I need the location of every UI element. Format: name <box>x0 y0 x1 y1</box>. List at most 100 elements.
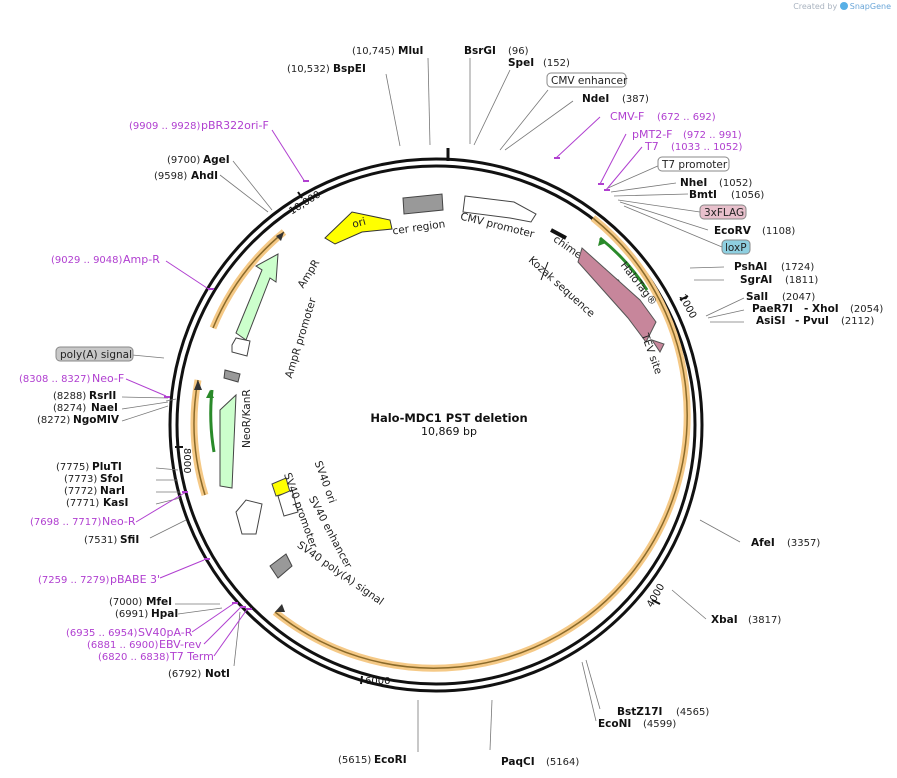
afei-pos: (3357) <box>787 538 820 549</box>
sgrai-name: SgrAI <box>740 274 772 286</box>
neo-f-name: Neo-F <box>92 372 124 385</box>
nhei-name: NheI <box>680 177 707 189</box>
sfoi-name: SfoI <box>100 473 123 485</box>
features: ori cer region CMV promoter chimeric int… <box>219 193 665 608</box>
neo-r-range: (7698 .. 7717) <box>30 517 102 528</box>
tick-8000: 8000 <box>181 448 192 473</box>
ori-label: ori <box>351 216 367 231</box>
agei-name: AgeI <box>203 154 230 166</box>
tev-site-feature <box>650 339 665 353</box>
pmt2-f-name: pMT2-F <box>632 128 673 141</box>
bspei-pos: (10,532) <box>287 64 330 75</box>
bstz17i-name: BstZ17I <box>617 706 662 718</box>
neor-feature <box>219 393 237 489</box>
orf-arc-amp <box>212 231 285 329</box>
sv40pa-r-name: SV40pA-R <box>138 626 193 639</box>
snapgene-logo-icon <box>839 2 848 10</box>
sv40-polya-feature <box>269 553 293 579</box>
ndei-name: NdeI <box>582 93 609 105</box>
gray-marker-feature <box>223 369 241 383</box>
credit-brand: SnapGene <box>849 2 891 11</box>
t7-promoter-box: T7 promoter <box>661 159 728 171</box>
plasmid-title: Halo-MDC1 PST deletion <box>370 411 527 425</box>
noti-name: NotI <box>205 668 230 680</box>
t7-name: T7 <box>644 140 659 153</box>
sv40-promoter-feature <box>235 499 263 535</box>
spei-pos: (152) <box>543 58 570 69</box>
xhoi-pos: (2054) <box>850 304 883 315</box>
kasi-name: KasI <box>103 497 128 509</box>
rsrii-pos: (8288) <box>53 391 86 402</box>
polya-signal-box: poly(A) signal <box>60 349 132 361</box>
bmti-pos: (1056) <box>731 190 764 201</box>
cer-region-label: cer region <box>392 218 446 237</box>
econi-pos: (4599) <box>643 719 676 730</box>
pshai-name: PshAI <box>734 261 767 273</box>
sv40-enhancer-feature <box>277 489 299 517</box>
rsrii-name: RsrII <box>89 390 116 402</box>
nhei-pos: (1052) <box>719 178 752 189</box>
ampr-promoter-label: AmpR promoter <box>283 296 319 380</box>
ampr-label: AmpR <box>296 258 323 291</box>
kasi-pos: (7771) <box>66 498 99 509</box>
ecorv-name: EcoRV <box>714 225 752 237</box>
ampr-feature <box>235 253 279 341</box>
naei-pos: (8274) <box>53 403 86 414</box>
leader-lines <box>121 57 745 752</box>
bspei-name: BspEI <box>333 63 366 75</box>
xbai-name: XbaI <box>711 614 738 626</box>
amp-r-range: (9029 .. 9048) <box>51 255 123 266</box>
ngomiv-name: NgoMIV <box>73 414 120 426</box>
credit-prefix: Created by <box>793 2 838 11</box>
t7-term-name: T7 Term <box>169 650 214 663</box>
orf-arc-neo <box>193 379 206 496</box>
cmv-enhancer-box: CMV enhancer <box>551 75 628 87</box>
neo-f-range: (8308 .. 8327) <box>19 374 91 385</box>
orf-arcs <box>190 215 691 672</box>
primer-markers <box>164 157 610 610</box>
halotag-feature <box>577 247 657 343</box>
ebv-rev-range: (6881 .. 6900) <box>87 640 159 651</box>
sgrai-pos: (1811) <box>785 275 818 286</box>
ahdi-name: AhdI <box>191 170 218 182</box>
sfii-name: SfiI <box>120 534 139 546</box>
ecori-pos: (5615) <box>338 755 371 766</box>
loxp-box: loxP <box>725 242 747 254</box>
spei-name: SpeI <box>508 57 534 69</box>
bsrgi-name: BsrGI <box>464 45 496 57</box>
ori-feature <box>324 211 393 245</box>
primer-labels: (9909 .. 9928) pBR322ori-F CMV-F (672 ..… <box>19 110 743 663</box>
snapgene-credit: Created by SnapGene <box>793 2 891 11</box>
orf-arrow-major <box>275 604 285 612</box>
sfii-pos: (7531) <box>84 535 117 546</box>
ampr-promoter-feature <box>231 337 251 357</box>
sali-pos: (2047) <box>782 292 815 303</box>
sali-name: SalI <box>746 291 768 303</box>
pluti-pos: (7775) <box>56 462 89 473</box>
mfei-name: MfeI <box>146 596 172 608</box>
orf-arc-major <box>274 217 688 669</box>
paqci-name: PaqCI <box>501 756 535 768</box>
cmv-f-range: (672 .. 692) <box>657 112 716 123</box>
mlui-pos: (10,745) <box>352 46 395 57</box>
bmti-name: BmtI <box>689 189 717 201</box>
plasmid-length: 10,869 bp <box>421 425 477 438</box>
mlui-name: MluI <box>398 45 423 57</box>
pluti-name: PluTI <box>92 461 122 473</box>
kozak-bar <box>550 228 567 240</box>
kozak-tick <box>540 261 549 281</box>
neor-label: NeoR/KanR <box>241 389 253 448</box>
afei-name: AfeI <box>751 537 775 549</box>
pbr322ori-f-range: (9909 .. 9928) <box>129 121 201 132</box>
orf-arrow-neo <box>194 380 202 390</box>
xhoi-name: - XhoI <box>804 303 839 315</box>
tick-6000: 6000 <box>365 676 390 687</box>
agei-pos: (9700) <box>167 155 200 166</box>
ndei-pos: (387) <box>622 94 649 105</box>
orf-arrow-amp <box>276 232 284 241</box>
cmv-promoter-feature <box>462 195 537 223</box>
econi-name: EcoNI <box>598 718 631 730</box>
3xflag-box: 3xFLAG <box>704 207 744 219</box>
neo-r-name: Neo-R <box>102 515 136 528</box>
